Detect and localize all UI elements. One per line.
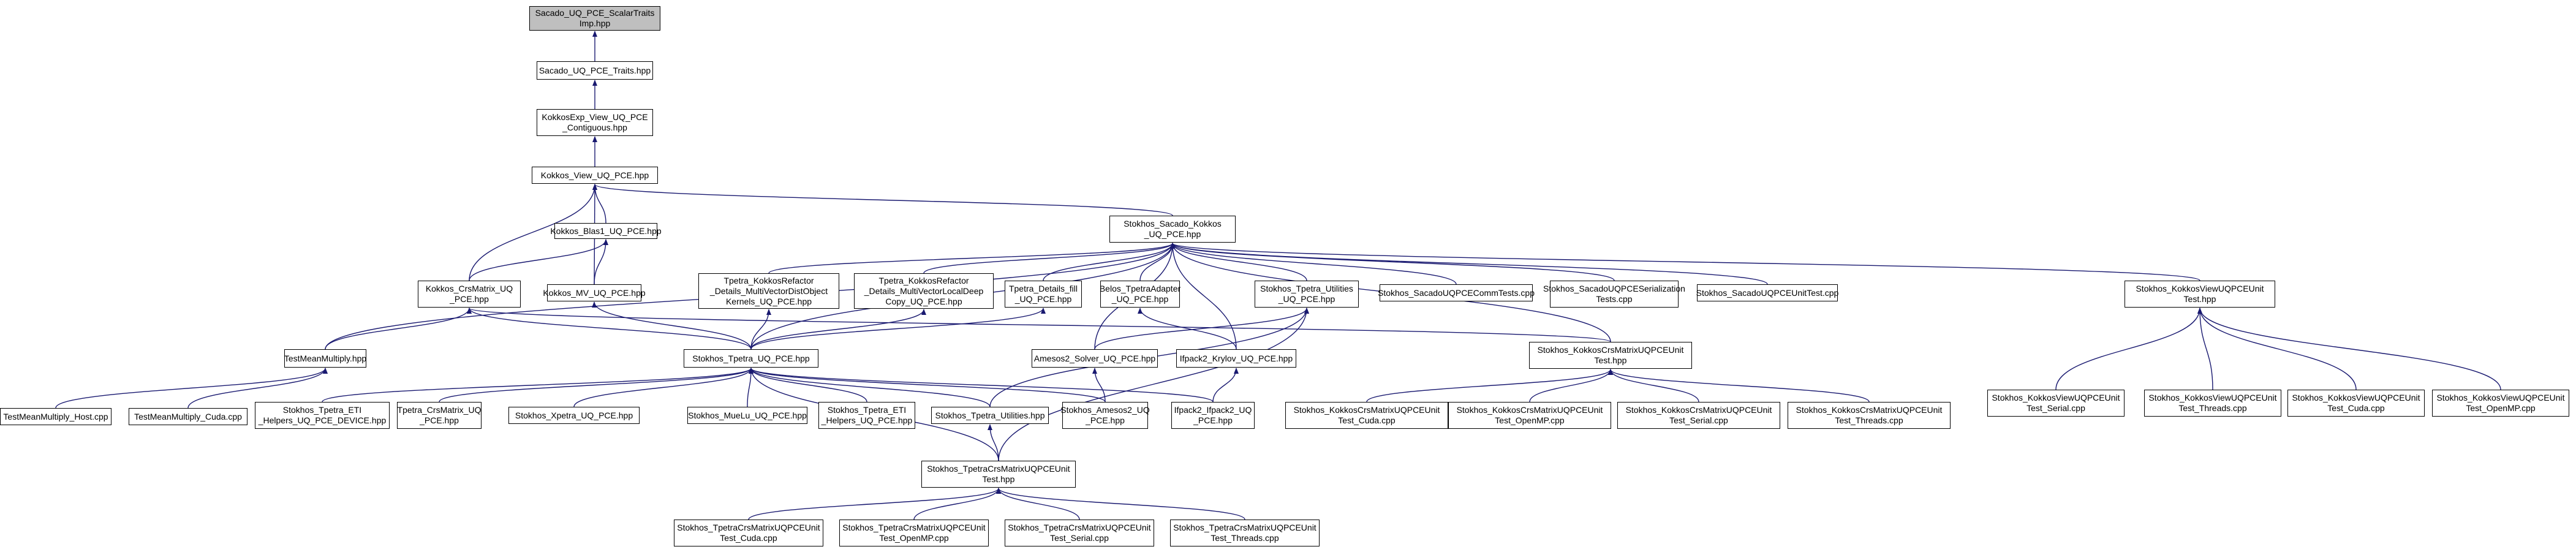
edge-n43-to-n40 <box>996 488 1080 520</box>
node-stokhos-kokkoscrsmatrixuqpceunittest-serial-cpp[interactable]: Stokhos_KokkosCrsMatrixUQPCEUnit Test_Se… <box>1617 402 1780 429</box>
node-stokhos-kokkoscrsmatrixuqpceunittest-hpp[interactable]: Stokhos_KokkosCrsMatrixUQPCEUnit Test.hp… <box>1529 342 1692 369</box>
node-stokhos-kokkosviewuqpceunittest-hpp[interactable]: Stokhos_KokkosViewUQPCEUnit Test.hpp <box>2125 281 2275 308</box>
node-kokkos-mv-uq-pce-hpp[interactable]: Kokkos_MV_UQ_PCE.hpp <box>543 284 646 301</box>
edge-n18-to-n6 <box>467 308 752 350</box>
node-stokhos-tpetra-eti-helpers-uq-pce-hpp[interactable]: Stokhos_Tpetra_ETI _Helpers_UQ_PCE.hpp <box>818 402 915 429</box>
edge-n26-to-n17 <box>55 368 328 409</box>
node-sacado-uq-pce-scalartraitsimp-hpp: Sacado_UQ_PCE_ScalarTraits Imp.hpp <box>529 6 660 31</box>
edge-n13-to-n5 <box>1170 243 1457 285</box>
edge-n31-to-n18 <box>747 368 754 407</box>
edge-n17-to-n6 <box>325 308 472 350</box>
edge-n34-to-n19 <box>1092 368 1106 403</box>
edge-n20-to-n5 <box>1170 243 1237 350</box>
node-stokhos-kokkosviewuqpceunittest-cuda-cpp[interactable]: Stokhos_KokkosViewUQPCEUnit Test_Cuda.cp… <box>2287 390 2425 417</box>
node-stokhos-tpetracrsmatrixuqpceunittest-serial-cpp[interactable]: Stokhos_TpetraCrsMatrixUQPCEUnit Test_Se… <box>1005 520 1154 546</box>
edge-n27-to-n17 <box>187 368 328 409</box>
node-amesos2-solver-uq-pce-hpp[interactable]: Amesos2_Solver_UQ_PCE.hpp <box>1032 349 1158 368</box>
edge-n7-to-n4 <box>594 239 608 285</box>
edge-n24-to-n16 <box>2197 308 2357 390</box>
edge-n15-to-n5 <box>1170 243 1768 285</box>
node-testmeanmultiply-hpp[interactable]: TestMeanMultiply.hpp <box>284 349 366 368</box>
node-stokhos-tpetracrsmatrixuqpceunittest-cuda-cpp[interactable]: Stokhos_TpetraCrsMatrixUQPCEUnit Test_Cu… <box>674 520 823 546</box>
node-stokhos-kokkosviewuqpceunittest-threads-cpp[interactable]: Stokhos_KokkosViewUQPCEUnit Test_Threads… <box>2144 390 2281 417</box>
edge-n9-to-n5 <box>923 243 1175 274</box>
node-testmeanmultiply-host-cpp[interactable]: TestMeanMultiply_Host.cpp <box>0 408 111 425</box>
edge-n32-to-n18 <box>749 368 867 403</box>
node-stokhos-kokkosviewuqpceunittest-serial-cpp[interactable]: Stokhos_KokkosViewUQPCEUnit Test_Serial.… <box>1987 390 2125 417</box>
edge-n41-to-n40 <box>748 488 1001 520</box>
edge-n33-to-n18 <box>749 368 991 407</box>
edge-n36-to-n21 <box>1366 369 1613 403</box>
node-tpetra-details-fill-uq-pce-hpp[interactable]: Tpetra_Details_fill _UQ_PCE.hpp <box>1005 281 1082 308</box>
node-ifpack2-ifpack2-uq-pce-hpp[interactable]: Ifpack2_Ifpack2_UQ _PCE.hpp <box>1171 402 1255 429</box>
node-belos-tpetraadapter-uq-pce-hpp[interactable]: Belos_TpetraAdapter _UQ_PCE.hpp <box>1100 281 1180 308</box>
edge-n34-to-n18 <box>749 368 1106 403</box>
edge-n18-to-n9 <box>750 309 926 350</box>
node-stokhos-tpetra-eti-helpers-uq-pce-device-hpp[interactable]: Stokhos_Tpetra_ETI _Helpers_UQ_PCE_DEVIC… <box>255 402 390 429</box>
edge-n5-to-n3 <box>592 184 1173 216</box>
edge-n22-to-n16 <box>2055 308 2202 390</box>
edge-n29-to-n18 <box>439 368 754 403</box>
node-stokhos-muelu-uq-pce-hpp[interactable]: Stokhos_MueLu_UQ_PCE.hpp <box>687 407 807 424</box>
edge-n8-to-n5 <box>768 243 1175 274</box>
node-stokhos-sacado-kokkos-uq-pce-hpp[interactable]: Stokhos_Sacado_Kokkos _UQ_PCE.hpp <box>1109 216 1236 243</box>
node-stokhos-tpetra-utilities-uq-pce-hpp[interactable]: Stokhos_Tpetra_Utilities _UQ_PCE.hpp <box>1255 281 1359 308</box>
edge-n21-to-n6 <box>467 308 1611 342</box>
node-kokkos-crsmatrix-uq-pce-hpp[interactable]: Kokkos_CrsMatrix_UQ _PCE.hpp <box>418 281 521 308</box>
edge-n38-to-n21 <box>1608 369 1699 403</box>
edge-n6-to-n4 <box>469 239 608 281</box>
edge-n12-to-n5 <box>1170 243 1307 281</box>
edge-n6-to-n3 <box>469 184 597 281</box>
node-stokhos-sacadouqpceserializationtests-cpp[interactable]: Stokhos_SacadoUQPCESerialization Tests.c… <box>1543 281 1685 308</box>
node-stokhos-amesos2-uq-pce-hpp[interactable]: Stokhos_Amesos2_UQ _PCE.hpp <box>1060 402 1150 429</box>
edge-n40-to-n12 <box>998 308 1309 461</box>
node-stokhos-tpetra-utilities-hpp[interactable]: Stokhos_Tpetra_Utilities.hpp <box>931 407 1049 424</box>
edge-n19-to-n12 <box>1094 308 1309 350</box>
node-stokhos-xpetra-uq-pce-hpp[interactable]: Stokhos_Xpetra_UQ_PCE.hpp <box>508 407 640 424</box>
edge-n35-to-n20 <box>1212 368 1239 403</box>
node-stokhos-sacadouqpcecommtests-cpp[interactable]: Stokhos_SacadoUQPCECommTests.cpp <box>1378 284 1535 301</box>
edge-n20-to-n11 <box>1138 308 1237 350</box>
node-stokhos-tpetracrsmatrixuqpceunittest-hpp[interactable]: Stokhos_TpetraCrsMatrixUQPCEUnit Test.hp… <box>921 461 1076 488</box>
edge-n39-to-n21 <box>1608 369 1870 403</box>
edge-n28-to-n18 <box>322 368 754 403</box>
node-ifpack2-krylov-uq-pce-hpp[interactable]: Ifpack2_Krylov_UQ_PCE.hpp <box>1176 349 1296 368</box>
node-stokhos-kokkoscrsmatrixuqpceunittest-threads-cpp[interactable]: Stokhos_KokkosCrsMatrixUQPCEUnit Test_Th… <box>1788 402 1951 429</box>
node-stokhos-tpetra-uq-pce-hpp[interactable]: Stokhos_Tpetra_UQ_PCE.hpp <box>684 349 818 368</box>
node-tpetra-kokkosrefactor-details-multivectordistobjectkernels-uq-pce-hpp[interactable]: Tpetra_KokkosRefactor _Details_MultiVect… <box>698 273 839 309</box>
node-stokhos-kokkoscrsmatrixuqpceunittest-openmp-cpp[interactable]: Stokhos_KokkosCrsMatrixUQPCEUnit Test_Op… <box>1448 402 1611 429</box>
edge-n10-to-n5 <box>1043 243 1175 281</box>
node-kokkos-blas1-uq-pce-hpp[interactable]: Kokkos_Blas1_UQ_PCE.hpp <box>550 223 662 239</box>
node-tpetra-crsmatrix-uq-pce-hpp[interactable]: Tpetra_CrsMatrix_UQ _PCE.hpp <box>397 402 482 429</box>
node-kokkos-view-uq-pce-hpp[interactable]: Kokkos_View_UQ_PCE.hpp <box>532 167 658 184</box>
node-stokhos-kokkosviewuqpceunittest-openmp-cpp[interactable]: Stokhos_KokkosViewUQPCEUnit Test_OpenMP.… <box>2432 390 2569 417</box>
edge-n16-to-n5 <box>1170 243 2200 281</box>
edge-n18-to-n10 <box>750 308 1046 350</box>
edge-n37-to-n21 <box>1529 369 1613 403</box>
edge-n30-to-n18 <box>573 368 754 407</box>
node-sacado-uq-pce-traits-hpp[interactable]: Sacado_UQ_PCE_Traits.hpp <box>537 61 653 80</box>
edge-n40-to-n33 <box>988 424 999 461</box>
node-stokhos-kokkoscrsmatrixuqpceunittest-cuda-cpp[interactable]: Stokhos_KokkosCrsMatrixUQPCEUnit Test_Cu… <box>1285 402 1448 429</box>
node-testmeanmultiply-cuda-cpp[interactable]: TestMeanMultiply_Cuda.cpp <box>129 408 247 425</box>
edge-n4-to-n3 <box>592 184 606 224</box>
edge-n35-to-n18 <box>749 368 1214 403</box>
edge-n18-to-n8 <box>750 309 771 350</box>
edge-n23-to-n16 <box>2197 308 2213 390</box>
node-stokhos-tpetracrsmatrixuqpceunittest-threads-cpp[interactable]: Stokhos_TpetraCrsMatrixUQPCEUnit Test_Th… <box>1170 520 1320 546</box>
node-stokhos-tpetracrsmatrixuqpceunittest-openmp-cpp[interactable]: Stokhos_TpetraCrsMatrixUQPCEUnit Test_Op… <box>839 520 989 546</box>
edge-n18-to-n7 <box>592 301 752 350</box>
node-kokkosexp-view-uq-pce-contiguous-hpp[interactable]: KokkosExp_View_UQ_PCE _Contiguous.hpp <box>537 109 653 136</box>
edge-n25-to-n16 <box>2197 308 2501 390</box>
node-tpetra-kokkosrefactor-details-multivectorlocaldeepcopy-uq-pce-hpp[interactable]: Tpetra_KokkosRefactor _Details_MultiVect… <box>854 273 994 309</box>
edge-n42-to-n40 <box>913 488 1001 520</box>
edge-n44-to-n40 <box>996 488 1245 520</box>
node-stokhos-sacadouqpceunittest-cpp[interactable]: Stokhos_SacadoUQPCEUnitTest.cpp <box>1696 284 1838 301</box>
